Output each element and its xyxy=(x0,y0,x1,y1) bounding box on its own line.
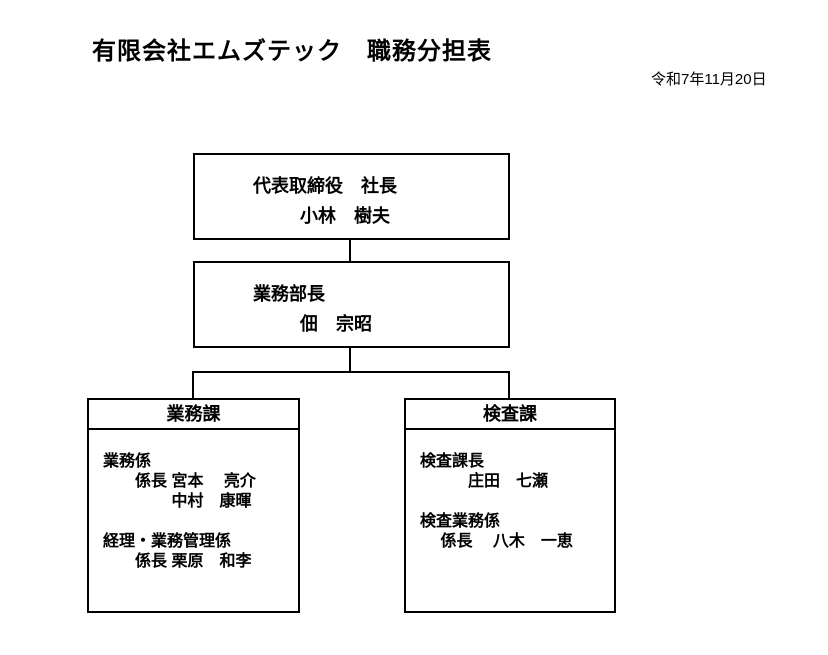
dept-line: 検査業務係 xyxy=(420,513,501,530)
connector-president-manager xyxy=(349,240,351,261)
dept-line: 中村 康暉 xyxy=(103,493,252,510)
president-box: 代表取締役 社長 小林 樹夫 xyxy=(193,153,510,240)
dept-line: 経理・業務管理係 xyxy=(103,533,232,550)
president-title: 代表取締役 社長 xyxy=(253,176,397,196)
connector-horizontal xyxy=(192,371,510,373)
dept-box-kensaka: 検査課 検査課長 庄田 七瀬 検査業務係 係長 八木 一恵 xyxy=(404,398,616,613)
dept-body-kensaka: 検査課長 庄田 七瀬 検査業務係 係長 八木 一恵 xyxy=(406,430,614,552)
dept-line-blank xyxy=(420,492,610,512)
dept-line: 検査課長 xyxy=(420,453,485,470)
page-title: 有限会社エムズテック 職務分担表 xyxy=(92,38,492,65)
dept-line: 係長 栗原 和李 xyxy=(103,553,252,570)
connector-drop-left xyxy=(192,371,194,398)
dept-line: 係長 宮本 亮介 xyxy=(103,473,256,490)
dept-header-gyomuka: 業務課 xyxy=(89,400,298,430)
connector-manager-stem xyxy=(349,348,351,373)
connector-drop-right xyxy=(508,371,510,398)
dept-header-kensaka: 検査課 xyxy=(406,400,614,430)
manager-title: 業務部長 xyxy=(253,284,325,304)
dept-line: 業務係 xyxy=(103,453,152,470)
manager-box: 業務部長 佃 宗昭 xyxy=(193,261,510,348)
manager-name: 佃 宗昭 xyxy=(300,314,372,334)
dept-line: 係長 八木 一恵 xyxy=(420,533,573,550)
president-name: 小林 樹夫 xyxy=(300,206,390,226)
dept-line: 庄田 七瀬 xyxy=(420,473,549,490)
dept-box-gyomuka: 業務課 業務係 係長 宮本 亮介 中村 康暉 経理・業務管理係 係長 栗原 和李 xyxy=(87,398,300,613)
date-label: 令和7年11月20日 xyxy=(651,71,767,88)
dept-body-gyomuka: 業務係 係長 宮本 亮介 中村 康暉 経理・業務管理係 係長 栗原 和李 xyxy=(89,430,298,572)
dept-line-blank xyxy=(103,512,294,532)
